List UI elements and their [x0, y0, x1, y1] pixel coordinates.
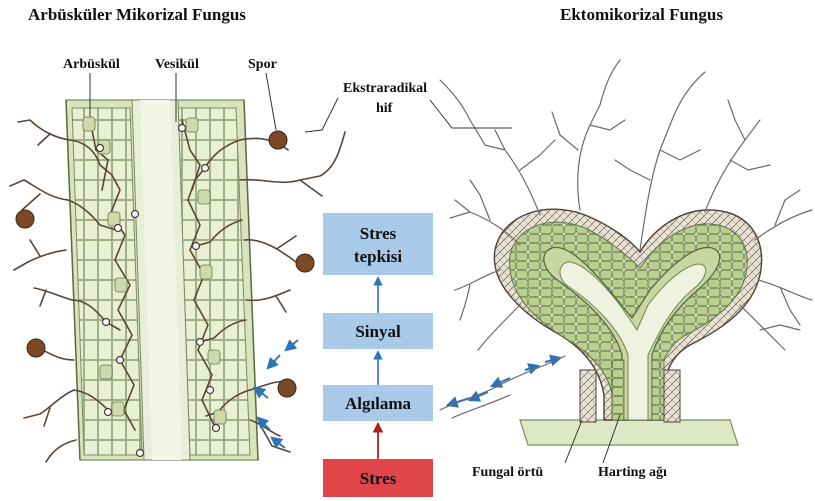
stres-tepkisi-text-1: Stres — [360, 224, 397, 243]
algilama-text: Algılama — [345, 394, 412, 413]
ecm-flow-arrows — [440, 356, 565, 418]
stres-text: Stres — [360, 469, 397, 488]
vesikul-label: Vesikül — [155, 57, 199, 72]
flow-chart: Stres tepkisi Sinyal Algılama Stres — [323, 213, 433, 497]
harting-agi-label: Harting ağı — [598, 465, 667, 480]
fungal-ortu-label: Fungal örtü — [472, 465, 543, 480]
am-fungus-title: Arbüsküler Mikorizal Fungus — [28, 5, 246, 24]
arbuskul-label: Arbüskül — [63, 57, 120, 72]
ekstraradikal-label-2: hif — [376, 101, 393, 116]
ekstraradikal-label-1: Ekstraradikal — [343, 81, 427, 96]
sinyal-text: Sinyal — [355, 322, 401, 341]
spor-leader — [266, 73, 276, 130]
stres-tepkisi-text-2: tepkisi — [354, 247, 402, 266]
ecm-fungus-title: Ektomikorizal Fungus — [560, 5, 723, 24]
ecm-root — [494, 209, 761, 445]
spor-label: Spor — [248, 57, 277, 72]
ekstraradikal-leader-right — [430, 100, 512, 128]
ekstraradikal-leader-left — [305, 98, 338, 132]
am-root — [66, 100, 258, 460]
